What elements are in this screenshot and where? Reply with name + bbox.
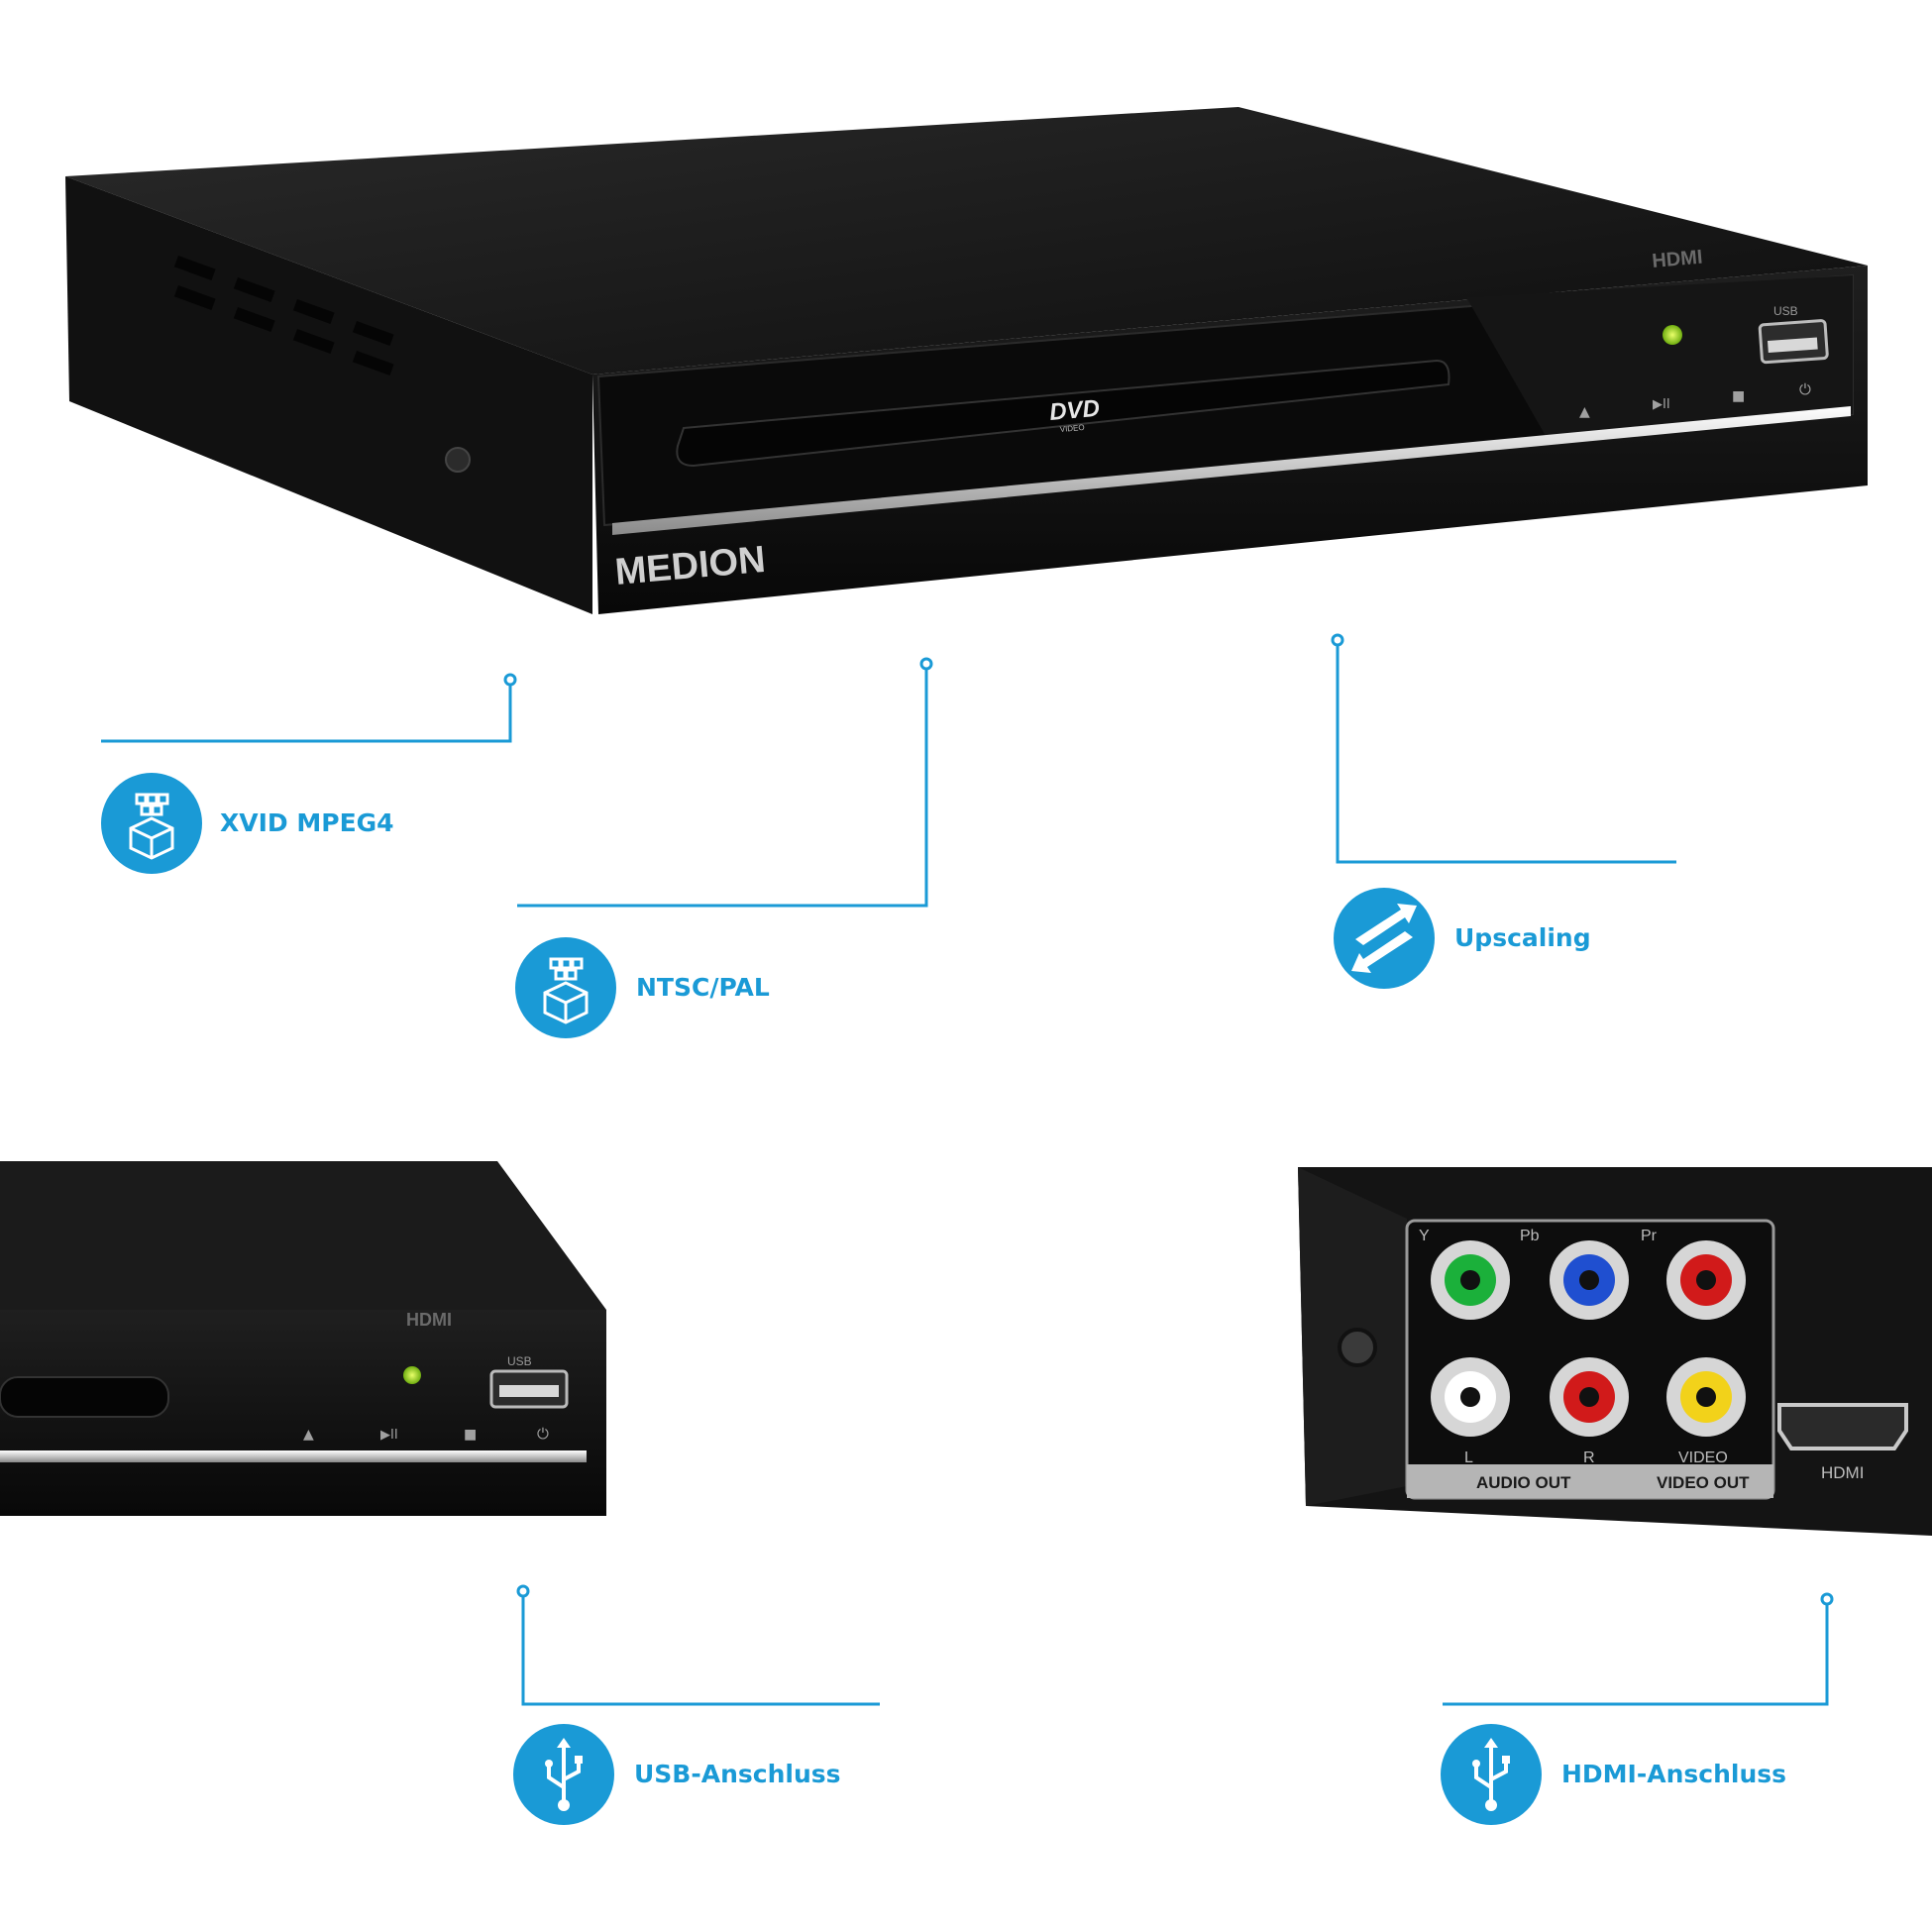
label-pr: Pr [1641,1228,1658,1244]
label-video-out: VIDEO OUT [1657,1473,1750,1492]
closeup-usb-label: USB [507,1354,532,1368]
usb-icon [1441,1724,1542,1825]
label-hdmi-port: HDMI [1821,1463,1864,1482]
closeup-power-button: ⏻ [537,1425,549,1443]
front-closeup-device [0,1161,606,1516]
disc-logo: DVD [1048,395,1101,426]
callout-dots [503,633,1834,1606]
usb-icon [513,1724,614,1825]
play-pause-button: ▶II [1653,397,1670,412]
main-dvd-player [65,107,1868,614]
usb-port-label: USB [1773,304,1798,318]
rear-panel-device [1298,1167,1932,1536]
box-stack-icon [101,773,202,874]
feature-label-xvid: XVID MPEG4 [220,808,394,837]
stop-button: ■ [1732,388,1745,404]
closeup-eject-button: ▲ [303,1427,314,1443]
feature-label-hdmi: HDMI-Anschluss [1561,1760,1787,1788]
hdmi-badge: HDMI [1652,247,1704,272]
feature-label-usb: USB-Anschluss [634,1760,841,1788]
feature-label-upscaling: Upscaling [1454,923,1591,952]
label-y: Y [1419,1228,1430,1244]
rca-jacks [1431,1240,1746,1437]
label-r: R [1583,1449,1595,1466]
closeup-hdmi-badge: HDMI [406,1310,452,1330]
arrows-exchange-icon [1334,888,1435,989]
label-pb: Pb [1520,1228,1540,1244]
eject-button: ▲ [1579,404,1590,420]
box-stack-icon [515,937,616,1038]
power-button: ⏻ [1799,380,1811,398]
label-audio-out: AUDIO OUT [1476,1473,1571,1492]
label-video: VIDEO [1678,1449,1728,1466]
disc-logo-sub: VIDEO [1059,423,1085,434]
closeup-play-pause-button: ▶II [380,1428,398,1443]
callout-lines [101,644,1829,1706]
label-l: L [1464,1449,1473,1466]
closeup-stop-button: ■ [464,1427,477,1443]
feature-label-ntsc-pal: NTSC/PAL [636,973,770,1002]
